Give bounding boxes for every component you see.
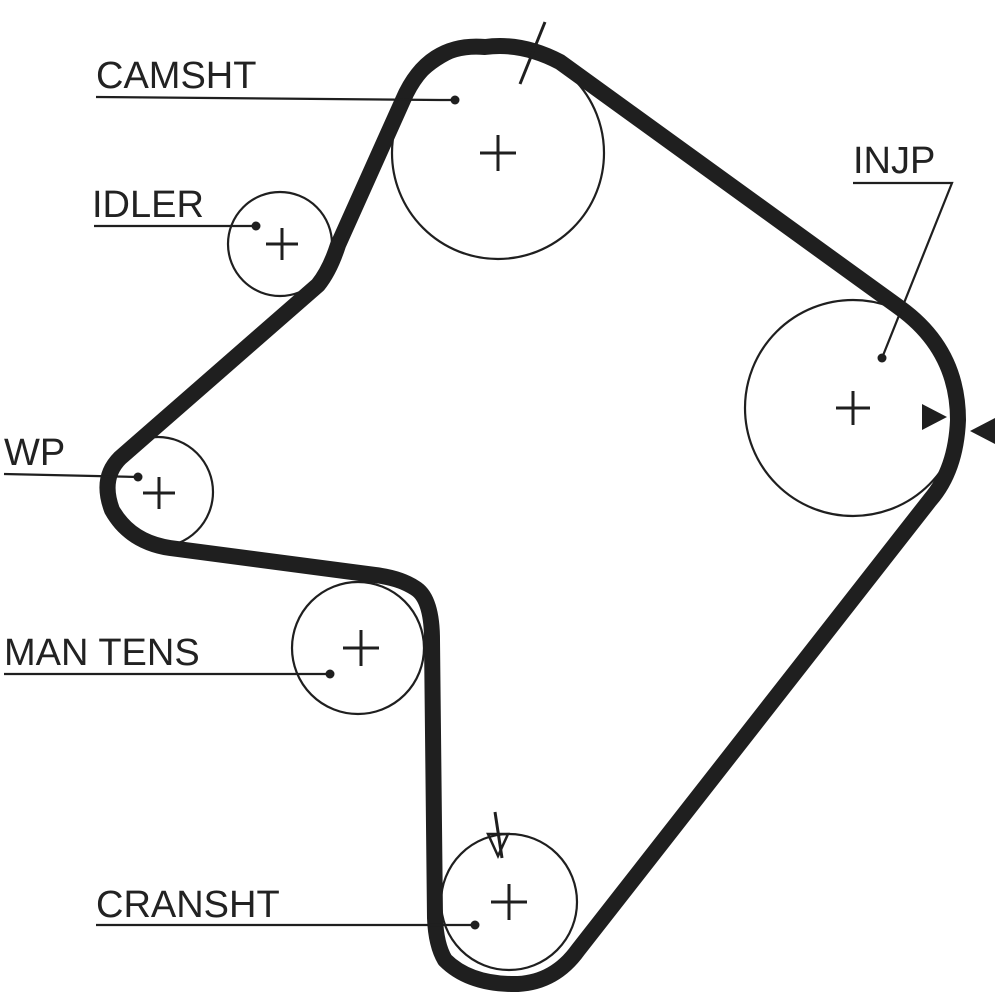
camshaft-label: CAMSHT bbox=[96, 55, 256, 97]
injection-pump-timing-arrow-right bbox=[970, 418, 995, 444]
crankshaft-center-mark bbox=[491, 884, 527, 920]
idler-leader bbox=[94, 221, 261, 231]
timing-belt bbox=[99, 38, 966, 993]
injection-pump-label: INJP bbox=[853, 140, 935, 182]
manual-tensioner-label: MAN TENS bbox=[4, 632, 200, 674]
crankshaft-timing-arrow bbox=[486, 832, 510, 860]
camshaft-timing-mark bbox=[518, 21, 547, 85]
water-pump-center-mark bbox=[143, 477, 175, 509]
manual-tensioner-leader bbox=[4, 669, 335, 679]
camshaft-leader bbox=[95, 95, 460, 105]
idler-center-mark bbox=[266, 228, 298, 260]
camshaft-center-mark bbox=[480, 135, 516, 171]
manual-tensioner-pulley bbox=[290, 580, 426, 716]
injection-pump-timing-arrow-left bbox=[922, 404, 947, 430]
crankshaft-label: CRANSHT bbox=[96, 884, 280, 926]
water-pump-leader bbox=[3, 472, 143, 482]
injection-pump-leader bbox=[853, 181, 954, 363]
crankshaft-leader bbox=[96, 920, 480, 930]
idler-label: IDLER bbox=[92, 184, 204, 226]
manual-tensioner-center-mark bbox=[343, 630, 379, 666]
water-pump-label: WP bbox=[4, 432, 65, 474]
injection-pump-center-mark bbox=[836, 391, 870, 425]
